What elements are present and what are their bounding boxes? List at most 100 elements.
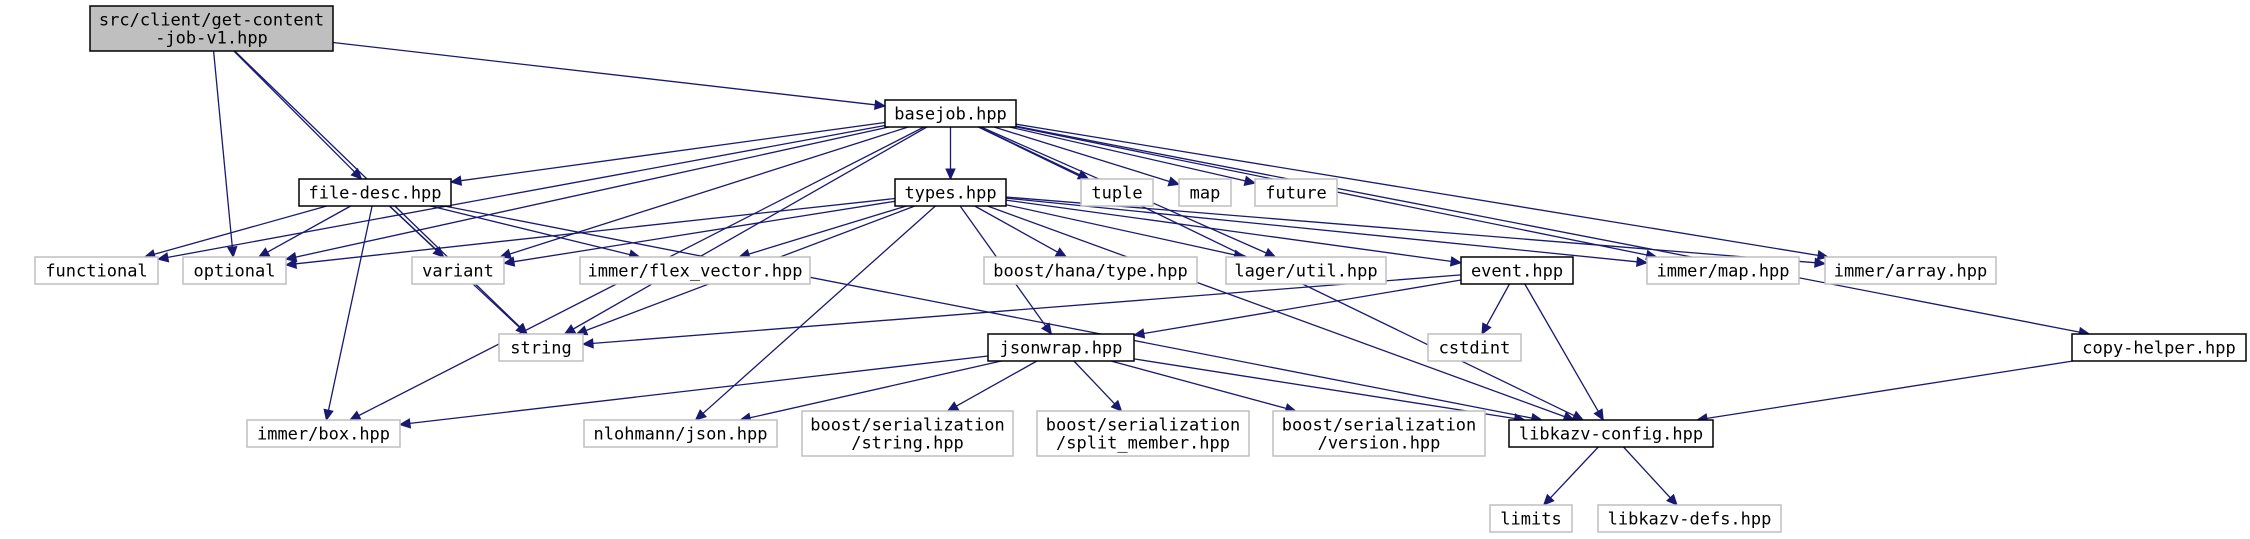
edge-copyhelper-to-libkazvconfig <box>1695 360 2074 424</box>
edge-basejob-to-optional <box>284 126 890 263</box>
node-label: map <box>1190 184 1221 204</box>
node-box <box>1036 410 1250 457</box>
node-event[interactable]: event.hpp <box>1460 256 1574 285</box>
node-flexvector: immer/flex_vector.hpp <box>579 256 811 285</box>
edge-line <box>993 126 1170 183</box>
node-label: libkazv-defs.hpp <box>1608 510 1772 530</box>
arrowhead-icon <box>398 418 412 429</box>
arrowhead-icon <box>1665 493 1678 506</box>
node-label: limits <box>1500 510 1561 530</box>
node-box <box>1225 256 1387 285</box>
arrowhead-icon <box>226 246 238 259</box>
node-box <box>89 5 334 52</box>
node-variant: variant <box>411 256 505 285</box>
node-label: /split_member.hpp <box>1056 434 1230 454</box>
edges-layer <box>143 41 2091 506</box>
arrowhead-icon <box>945 168 956 181</box>
node-libkazvconfig[interactable]: libkazv-config.hpp <box>1508 419 1714 448</box>
edge-jsonwrap-to-sersplit <box>1073 360 1123 412</box>
node-label: boost/hana/type.hpp <box>993 262 1187 282</box>
edge-event-to-libkazvconfig <box>1524 283 1604 422</box>
node-box <box>1460 256 1574 285</box>
node-label: immer/array.hpp <box>1834 262 1988 282</box>
node-label: cstdint <box>1439 339 1511 359</box>
edge-line <box>267 205 352 253</box>
edge-types-to-immermap <box>1005 197 1649 268</box>
edge-jsonwrap-to-serstring <box>946 360 1038 412</box>
arrowhead-icon <box>350 167 363 180</box>
edge-line <box>1110 360 1287 410</box>
node-serversion: boost/serialization/version.hpp <box>1272 410 1486 457</box>
edge-line <box>1486 283 1511 326</box>
arrowhead-icon <box>348 410 362 421</box>
edge-line <box>1009 126 1246 182</box>
edge-basejob-to-map <box>993 126 1181 187</box>
node-label: -job-v1.hpp <box>155 29 268 49</box>
arrowhead-icon <box>694 409 707 421</box>
node-label: event.hpp <box>1471 262 1563 282</box>
edge-line <box>749 360 1002 419</box>
node-box <box>987 333 1135 362</box>
node-label: basejob.hpp <box>894 105 1007 125</box>
node-box <box>298 178 452 207</box>
edge-line <box>1005 197 1638 263</box>
node-filedesc[interactable]: file-desc.hpp <box>298 178 452 207</box>
node-immerbox: immer/box.hpp <box>246 419 401 448</box>
edge-root-to-optional <box>212 50 238 259</box>
node-box <box>1646 256 1800 285</box>
node-box <box>246 419 401 448</box>
edge-basejob-to-copyhelper <box>1015 125 2091 338</box>
arrowhead-icon <box>323 408 334 422</box>
node-box <box>1597 504 1782 533</box>
edge-line <box>1133 358 1515 420</box>
node-map: map <box>1178 178 1232 207</box>
node-optional: optional <box>182 256 287 285</box>
node-box <box>583 419 778 448</box>
arrowhead-icon <box>563 324 577 335</box>
arrowhead-icon <box>502 256 516 267</box>
node-box <box>2071 333 2247 362</box>
arrowhead-icon <box>1636 256 1649 268</box>
node-box <box>1508 419 1714 448</box>
node-basejob[interactable]: basejob.hpp <box>884 99 1017 128</box>
node-types[interactable]: types.hpp <box>894 178 1007 207</box>
edge-types-to-immerarray <box>1005 196 1827 268</box>
arrowhead-icon <box>1132 328 1146 339</box>
edge-filedesc-to-flexvector <box>430 205 641 260</box>
edge-filedesc-to-optional <box>257 205 352 258</box>
edge-basejob-to-types <box>945 127 956 181</box>
node-hanatype: boost/hana/type.hpp <box>983 256 1198 285</box>
node-label: boost/serialization <box>1282 416 1476 436</box>
edge-line <box>154 205 327 255</box>
edge-line <box>1524 283 1599 412</box>
node-root[interactable]: src/client/get-content-job-v1.hpp <box>89 5 334 52</box>
node-nlohmann: nlohmann/json.hpp <box>583 419 778 448</box>
arrowhead-icon <box>1481 322 1492 336</box>
node-box <box>498 333 584 362</box>
node-copyhelper[interactable]: copy-helper.hpp <box>2071 333 2247 362</box>
edge-types-to-optional <box>284 197 896 270</box>
node-label: src/client/get-content <box>99 11 324 31</box>
edge-line <box>1073 360 1116 405</box>
node-box <box>801 410 1014 457</box>
arrowhead-icon <box>1040 322 1053 335</box>
edge-types-to-event <box>1005 199 1463 267</box>
node-label: types.hpp <box>904 184 996 204</box>
node-label: immer/map.hpp <box>1656 262 1789 282</box>
node-label: file-desc.hpp <box>308 184 441 204</box>
edge-basejob-to-filedesc <box>449 121 886 186</box>
node-label: string <box>510 339 571 359</box>
node-jsonwrap[interactable]: jsonwrap.hpp <box>987 333 1135 362</box>
arrowhead-icon <box>1814 257 1827 268</box>
nodes-layer: src/client/get-content-job-v1.hpp basejob… <box>34 5 2247 533</box>
node-box <box>1489 504 1573 533</box>
node-functional: functional <box>34 256 159 285</box>
edge-types-to-flexvector <box>738 205 907 259</box>
arrowhead-icon <box>156 252 170 263</box>
node-label: /string.hpp <box>851 434 964 454</box>
edge-line <box>702 205 936 414</box>
arrowhead-icon <box>449 175 463 186</box>
node-tuple: tuple <box>1080 178 1154 207</box>
node-label: /version.hpp <box>1318 434 1441 454</box>
edge-line <box>430 205 631 256</box>
